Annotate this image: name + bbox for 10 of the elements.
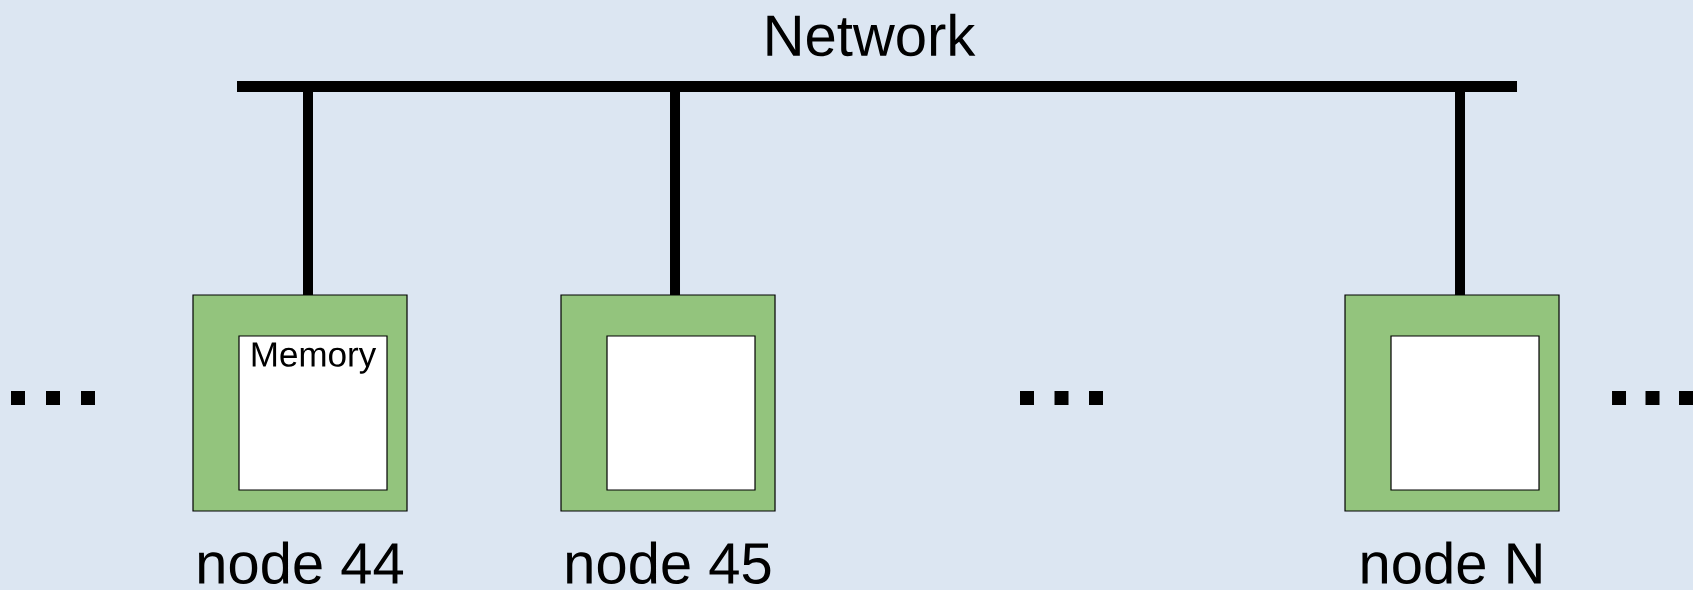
bus-label: Network (767, 13, 976, 57)
node-label: node 45 (567, 541, 771, 584)
node-label: node 44 (199, 541, 404, 584)
node-label: node N (1362, 541, 1541, 584)
connector-line (303, 92, 313, 295)
memory-box (606, 335, 756, 491)
memory-box (1390, 335, 1540, 491)
memory-box: Memory (238, 335, 388, 491)
connector-line (670, 92, 680, 295)
connector-line (1455, 92, 1465, 295)
